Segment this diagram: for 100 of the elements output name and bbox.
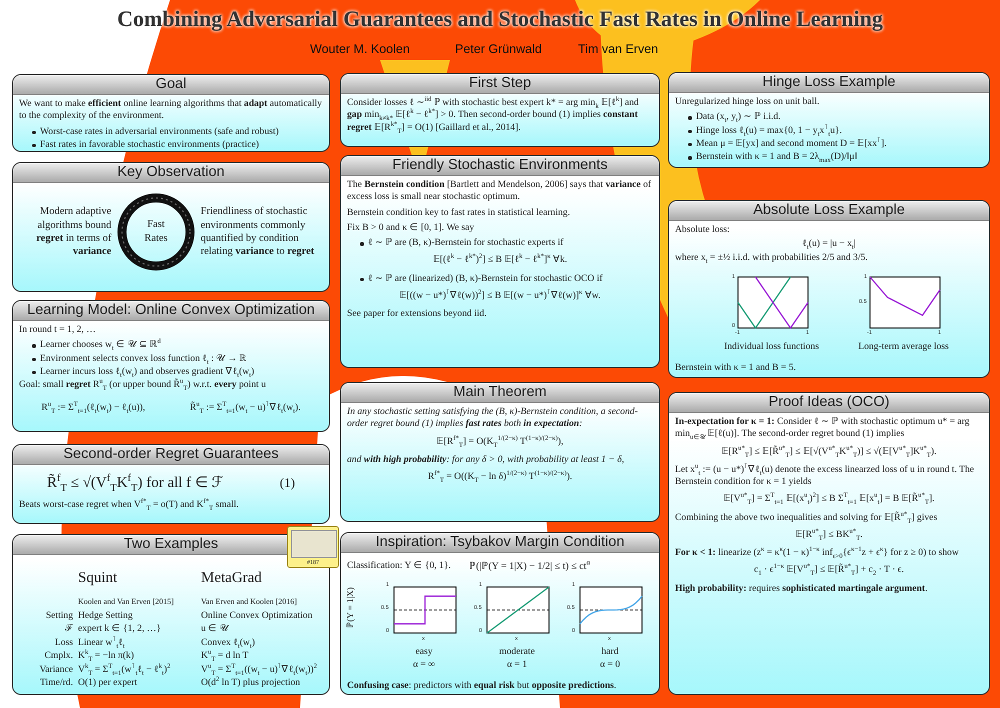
panel-card [12,162,330,292]
paragraph: Bernstein with κ = 1 and B = 5. [675,362,796,373]
axis-label: ℙ(Y = 1|X) [344,587,356,628]
ring-label: Fast Rates [143,218,169,246]
formula: 𝔼[((w − u*)$^{⊺}$∇ℓ(w))$^{2}$] ≤ B 𝔼[(w − u*)$^{⊺}$∇ℓ(w)]$^{κ}$ ∀w. [398,290,602,302]
formula: ℙ(|ℙ(Y = 1|X) − 1/2| ≤ t) ≤ ct$^{α}$ [469,558,590,572]
panel-heading: Inspiration: Tsybakov Margin Condition [341,533,659,553]
callout-bubble [287,526,339,568]
formula: 𝔼[R$^{u*}$$_{T}$] ≤ BK$^{u*}$$_{T}$. [794,528,864,542]
table-text: O(d$^{2}$ ln T) plus projection [201,677,302,689]
table-text: K$^{k}$$_{T}$ = −ln π(k) [78,650,135,662]
table-text: Linear w$^{⊺}$$_{t}$ℓ$_{t}$ [78,636,126,648]
paragraph: We want to make efficient online learning algorithms that adapt automatically to the complexity of the environment. [19,98,323,123]
formula: R$^{f*}$$_{T}$ = O((K$_{T}$ − ln δ)$^{1/(2−κ)}$ T$^{(1−κ)/(2−κ)}$). [426,471,574,484]
table-text: Online Convex Optimization [201,610,314,622]
formula: ℓ$_{t}$(u) = |u − x$_{t}$| [801,238,857,249]
paragraph: The Bernstein condition [Bartlett and Mendelson, 2006] says that variance of excess loss is small near stochastic optimum. [347,179,652,204]
bullet-item: Learner chooses w$_{t}$ ∈ 𝒰 ⊆ ℝ$^{d}$ [31,339,323,352]
panel-card [668,200,990,378]
equation-number: (1) [280,475,295,492]
paragraph: Beats worst-case regret when V$^{f*}$$_{T}$ = o(T) and K$^{f*}$$_{T}$ small. [19,499,240,512]
paragraph: Friendliness of stochastic environments commonly quantified by condition relating variance to regret [200,205,316,259]
paragraph: See paper for extensions beyond iid. [347,308,488,320]
row-label: Variance [38,664,73,676]
author-name: Tim van Erven [578,42,658,56]
author-name: Peter Grünwald [455,42,542,56]
bullet-item: Mean μ = 𝔼[yx] and second moment D = 𝔼[xx$^{⊺}$]. [687,138,983,150]
table-text: V$^{k}$$_{T}$ = Σ$^{T}$$_{t=1}$(w$^{⊺}$$_{t}$ℓ$_{t}$ − ℓ$^{k}$$_{t}$)$^{2}$ [78,664,172,676]
panel-card [340,155,660,368]
formula: 𝔼[R$^{u*}$$_{T}$] ≤ 𝔼[R̃$^{u*}$$_{T}$] ≤ 𝔼[√(V$^{u*}$$_{T}$K$^{u*}$$_{T}$)] ≤ √(𝔼[V$^{u*}$$_{T}$]K$^{u*}$$_{T}$). [720,446,938,458]
paragraph: Combining the above two inequalities and solving for 𝔼[R̃$^{u*}$$_{T}$] gives [675,512,938,524]
panel-card [668,392,990,695]
author-name: Wouter M. Koolen [310,42,410,56]
paragraph: In any stochastic setting satisfying the (B, κ)-Bernstein condition, a second-order regret bound (1) implies fast rates both in expectation: [347,406,639,431]
table-text: Hedge Setting [78,610,134,622]
paragraph: and with high probability: for any δ > 0, with probability at least 1 − δ, [347,454,626,466]
formula: 𝔼[(ℓ$^{k}$ − ℓ$^{k*}$)$^{2}$] ≤ B 𝔼[ℓ$^{k}$ − ℓ$^{k*}$]$^{κ}$ ∀k. [432,254,568,267]
paragraph: Consider losses ℓ ∼$^{iid}$ ℙ with stochastic best expert k* = arg min$_{k}$ 𝔼[ℓ$^{k}$] and gap min$_{k≠k*}$ 𝔼[ℓ$^{k}$ − ℓ$^{k*}$] > 0. Then second-order bound (1) implies constant regret 𝔼[R$^{k*}$$_{T}$] = O(1) [Gaillard et al., 2014]. [347,97,640,134]
paragraph: Confusing case: predictors with equal risk but opposite predictions. [347,680,616,691]
algorithm-name: Squint [78,569,118,588]
plot-caption: Individual loss functions [723,341,820,352]
plot-caption: moderate [498,646,536,657]
citation: Van Erven and Koolen [2016] [201,597,298,607]
algorithm-name: MetaGrad [201,569,263,588]
citation: Koolen and Van Erven [2015] [78,597,175,607]
bullet-item: Environment selects convex loss function ℓ$_{t}$ : 𝒰 → ℝ [31,352,323,365]
paragraph: For κ < 1: linearize (z$^{κ}$ = κ$^{κ}$(1 − κ)$^{1−κ}$ inf$_{ϵ>0}${ϵ$^{κ−1}$z + ϵ$^{κ}$} for z ≥ 0) to show [675,547,960,560]
panel-card [12,300,330,432]
panel-heading: Main Theorem [341,383,659,403]
table-text: V$^{u}$$_{T}$ = Σ$^{T}$$_{t=1}$((w$_{t}$ − u)$^{⊺}$∇ℓ$_{t}$(w$_{t}$))$^{2}$ [201,664,318,676]
bullet-item: Worst-case rates in adversarial environments (safe and robust) [31,126,323,138]
plot-caption: easy [414,646,434,657]
panel-heading: Absolute Loss Example [669,201,989,221]
bullet-item: Bernstein with κ = 1 and B = 2λ$_{max}$(D)/‖μ‖ [687,151,983,164]
row-label: Cmplx. [43,650,73,662]
paragraph: where x$_{t}$ = ±½ i.i.d. with probabilities 2/5 and 3/5. [675,252,868,263]
paragraph: Classification: Y ∈ {0, 1}. [347,559,451,571]
paragraph: Absolute loss: [675,224,730,235]
bullet-item: Learner incurs loss ℓ$_{t}$(w$_{t}$) and observes gradient ∇ℓ$_{t}$(w$_{t}$) [31,366,323,378]
row-label: Setting [44,610,73,622]
table-text: expert k ∈ {1, 2, …} [78,623,162,635]
bullet-item: Fast rates in favorable stochastic environments (practice) [31,138,323,151]
table-text: O(1) per expert [78,677,138,689]
formula: α = 0 [598,659,622,670]
paragraph: Bernstein condition key to fast rates in statistical learning. [347,206,571,219]
table-text: K$^{u}$$_{T}$ = d ln T [201,650,250,662]
panel-heading: Learning Model: Online Convex Optimization [13,301,329,321]
bullet-item: Hinge loss ℓ$_{t}$(u) = max{0, 1 − y$_{t}$x$^{⊺}$$_{t}$u}. [687,124,983,137]
paragraph: Let x$^{u}$$_{t}$ := (u − u*)$^{⊺}$∇ℓ$_{t}$(u) denote the excess linearzed loss of u in round t. The Bernstein condition for κ = 1 yields [675,464,975,488]
panel-card [340,532,660,695]
formula: c$_{1}$ · ϵ$^{1−κ}$ 𝔼[V$^{u*}$$_{T}$] ≤ 𝔼[R̃$^{u*}$$_{T}$] + c$_{2}$ · T · ϵ. [753,564,905,577]
panel-card [340,382,660,522]
paragraph: Modern adaptive algorithms bound regret in terms of variance [35,205,112,259]
panel-heading: Proof Ideas (OCO) [669,393,989,413]
formula: R̃$^{u}$$_{T}$ := Σ$^{T}$$_{t=1}$(w$_{t}$ − u)$^{⊺}$∇ℓ$_{t}$(w$_{t}$). [190,402,301,415]
formula: α = ∞ [412,659,436,670]
panel-card [12,444,330,524]
formula: R̃$^{f}$$_{T}$ ≤ √(V$^{f}$$_{T}$K$^{f}$$_{T}$) for all f ∈ ℱ [47,474,224,494]
bullet-item: ℓ ∼ ℙ are (linearized) (B, κ)-Bernstein for stochastic OCO if [359,272,653,285]
paragraph: High probability: requires sophisticated martingale argument. [675,582,928,595]
row-label: ℱ [64,623,73,635]
plot-caption: Long-term average loss [857,341,950,352]
formula: R$^{u}$$_{T}$ := Σ$^{T}$$_{t=1}$(ℓ$_{t}$(w$_{t}$) − ℓ$_{t}$(u)), [41,402,146,415]
panel-card [340,73,660,147]
paragraph: In-expectation for κ = 1: Consider ℓ ∼ ℙ with stochastic optimum u* = arg min$_{u∈𝒰}$ 𝔼[ℓ(u)]. The second-order regret bound (1) implies [675,416,970,441]
bullet-item: Data (x$_{t}$, y$_{t}$) ∼ ℙ i.i.d. [687,111,983,124]
panel-heading: First Step [341,74,659,94]
bullet-item: ℓ ∼ ℙ are (B, κ)-Bernstein for stochastic experts if [359,237,653,250]
paragraph: Unregularized hinge loss on unit ball. [675,96,820,108]
panel-heading: Goal [13,75,329,95]
panel-heading: Friendly Stochastic Environments [341,156,659,176]
paragraph: Goal: small regret R$^{u}$$_{T}$ (or upper bound R̃$^{u}$$_{T}$) w.r.t. every point u [19,379,267,392]
row-label: Time/rd. [39,677,73,689]
plot-caption: hard [600,646,620,657]
panel-card [12,74,330,152]
formula: 𝔼[V$^{u*}$$_{T}$] = Σ$^{T}$$_{t=1}$ 𝔼[(x$^{u}$$_{t}$)$^{2}$] ≤ B Σ$^{T}$$_{t=1}$ 𝔼[x$^{u}$$_{t}$] = B 𝔼[R̃$^{u*}$$_{T}$]. [722,493,936,506]
panel-heading: Hinge Loss Example [669,73,989,93]
paragraph: Fix B > 0 and κ ∈ [0, 1]. We say [347,222,476,234]
panel-card [668,72,990,168]
table-text: Convex ℓ$_{t}$(w$_{t}$) [201,636,256,648]
